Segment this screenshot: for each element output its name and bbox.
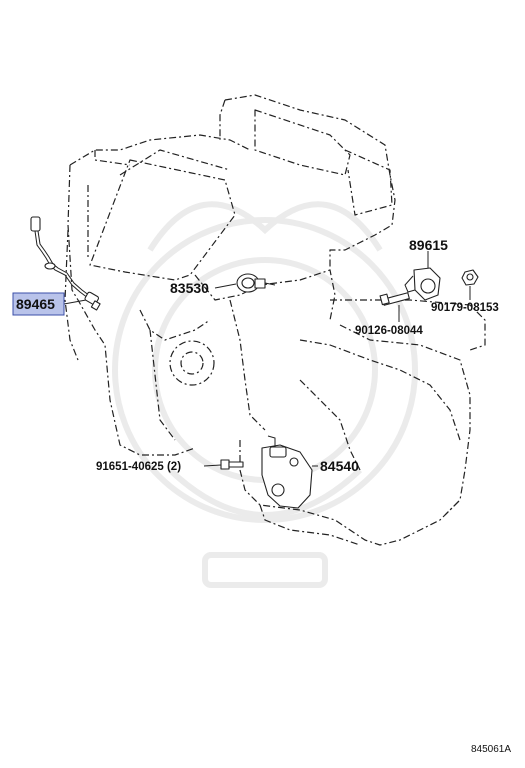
stud-bolt-drawing bbox=[379, 292, 410, 306]
part-label-91651-40625[interactable]: 91651-40625 (2) bbox=[96, 461, 181, 473]
part-label-83530[interactable]: 83530 bbox=[170, 280, 209, 296]
engine-outline bbox=[64, 94, 486, 546]
oxygen-sensor-drawing bbox=[30, 216, 101, 311]
part-label-90126-08044[interactable]: 90126-08044 bbox=[355, 325, 423, 337]
pressure-switch-drawing bbox=[236, 273, 276, 293]
part-label-89465[interactable]: 89465 bbox=[16, 296, 55, 312]
part-label-84540[interactable]: 84540 bbox=[320, 458, 359, 474]
neutral-start-switch-drawing bbox=[261, 435, 313, 509]
bolt-drawing bbox=[220, 459, 244, 470]
knock-sensor-drawing bbox=[404, 267, 441, 301]
part-label-89615[interactable]: 89615 bbox=[409, 237, 448, 253]
part-89465-highlight bbox=[12, 292, 65, 316]
watermark-emblem bbox=[112, 201, 418, 588]
diagram-reference-code: 845061A bbox=[471, 744, 511, 755]
nut-drawing bbox=[461, 269, 479, 286]
leader-lines bbox=[63, 251, 471, 467]
part-label-90179-08153[interactable]: 90179-08153 bbox=[431, 302, 499, 314]
